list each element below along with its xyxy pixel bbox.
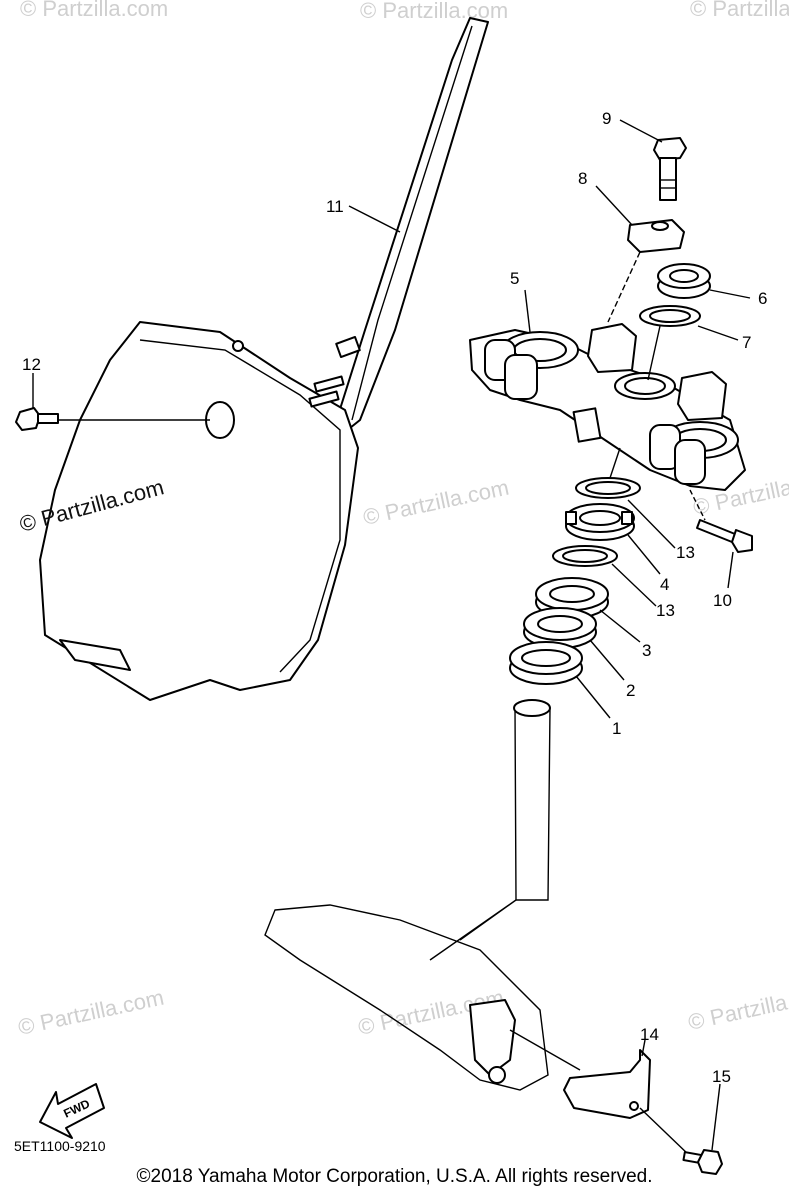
washer-part-7 bbox=[639, 305, 701, 381]
bearing-part-1 bbox=[509, 641, 583, 685]
callout-14: 14 bbox=[640, 1025, 659, 1044]
bolt-part-9 bbox=[607, 137, 687, 323]
callout-3: 3 bbox=[642, 641, 651, 660]
bearing-part-2 bbox=[523, 607, 597, 649]
washer-part-13-lower bbox=[552, 545, 618, 567]
watermark-text: © Partzilla.com bbox=[16, 985, 166, 1040]
handlebar-holder-part-8 bbox=[627, 219, 685, 253]
callout-8: 8 bbox=[578, 169, 587, 188]
upper-bracket-part-5 bbox=[469, 323, 746, 491]
watermark-text: © Partzilla.com bbox=[361, 475, 511, 530]
steering-stem bbox=[264, 699, 551, 1091]
watermark-text: © Partzilla.com bbox=[686, 980, 789, 1035]
diagram-code: 5ET1100-9210 bbox=[14, 1138, 106, 1154]
callout-1: 1 bbox=[612, 719, 621, 738]
callouts: 1 2 3 4 5 6 7 8 9 10 11 12 13 13 14 15 bbox=[22, 109, 767, 1086]
callout-4: 4 bbox=[660, 575, 669, 594]
ring-nut-part-4 bbox=[565, 503, 635, 541]
callout-6: 6 bbox=[758, 289, 767, 308]
cable-guide-part-14 bbox=[509, 1029, 651, 1119]
callout-9: 9 bbox=[602, 109, 611, 128]
callout-12: 12 bbox=[22, 355, 41, 374]
callout-5: 5 bbox=[510, 269, 519, 288]
washer-part-13-upper bbox=[575, 447, 641, 499]
fwd-arrow-icon: FWD bbox=[39, 1083, 105, 1139]
watermark-text: © Partzilla.com bbox=[20, 0, 168, 21]
callout-13-lower: 13 bbox=[656, 601, 675, 620]
callout-11: 11 bbox=[326, 197, 344, 216]
callout-15: 15 bbox=[712, 1067, 731, 1086]
bolt-part-15 bbox=[639, 1107, 723, 1175]
copyright-notice: ©2018 Yamaha Motor Corporation, U.S.A. A… bbox=[136, 1166, 653, 1187]
callout-10: 10 bbox=[713, 591, 732, 610]
watermark-text: © Partzilla.com bbox=[690, 0, 789, 21]
bolt-part-12 bbox=[15, 407, 210, 431]
collar-part-6 bbox=[657, 263, 711, 299]
watermark-text: © Partzilla.com bbox=[360, 0, 508, 23]
callout-leaders bbox=[32, 119, 751, 1151]
pinch-bolt-part-10 bbox=[689, 489, 753, 553]
number-plate-part-11 bbox=[39, 17, 489, 701]
callout-13-upper: 13 bbox=[676, 543, 695, 562]
callout-7: 7 bbox=[742, 333, 751, 352]
callout-2: 2 bbox=[626, 681, 635, 700]
